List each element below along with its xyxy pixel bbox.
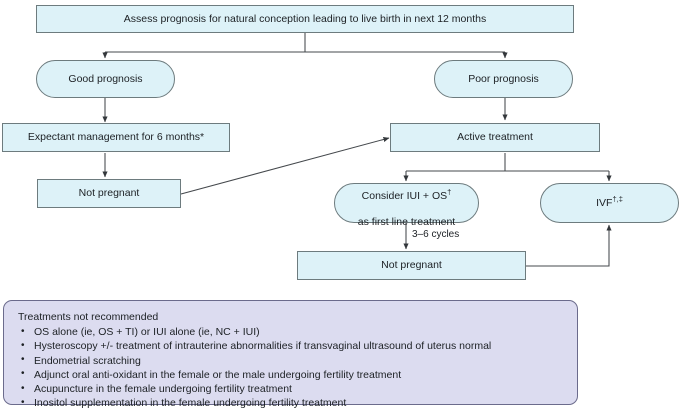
- node-ivf-text: IVF: [596, 196, 613, 209]
- list-item: Adjunct oral anti-oxidant in the female …: [16, 367, 565, 382]
- list-item: Endometrial scratching: [16, 353, 565, 368]
- node-expectant-management-label: Expectant management for 6 months*: [27, 131, 205, 143]
- notice-list: OS alone (ie, OS + TI) or IUI alone (ie,…: [16, 325, 565, 410]
- node-not-pregnant-expectant[interactable]: Not pregnant: [37, 179, 181, 208]
- node-good-prognosis-label: Good prognosis: [68, 72, 143, 85]
- list-item: OS alone (ie, OS + TI) or IUI alone (ie,…: [16, 325, 565, 339]
- node-ivf-label: IVF†,‡: [596, 194, 623, 210]
- node-consider-iui-os[interactable]: Consider IUI + OS† as first line treatme…: [334, 183, 479, 228]
- node-assess-prognosis-label: Assess prognosis for natural conception …: [123, 12, 487, 25]
- node-active-treatment[interactable]: Active treatment: [390, 123, 600, 152]
- list-item: Hysteroscopy +/- treatment of intrauteri…: [16, 339, 565, 353]
- node-ivf[interactable]: IVF†,‡: [540, 183, 679, 223]
- notice-heading: Treatments not recommended: [18, 311, 159, 323]
- treatments-not-recommended-panel: Treatments not recommended OS alone (ie,…: [3, 300, 578, 410]
- node-ivf-daggers: †,‡: [612, 194, 623, 203]
- edge-label-cycles: 3–6 cycles: [412, 229, 460, 240]
- node-good-prognosis[interactable]: Good prognosis: [36, 60, 175, 98]
- node-consider-iui-os-label: Consider IUI + OS† as first line treatme…: [358, 177, 455, 229]
- node-consider-iui-os-line1: Consider IUI + OS: [361, 190, 448, 202]
- node-assess-prognosis[interactable]: Assess prognosis for natural conception …: [36, 5, 574, 33]
- node-not-pregnant-iui-label: Not pregnant: [381, 259, 442, 271]
- node-consider-iui-os-line2: as first line treatment: [357, 216, 456, 228]
- node-consider-iui-os-dagger: †: [447, 187, 452, 197]
- list-item: Inositol supplementation in the female u…: [16, 396, 565, 410]
- node-expectant-management[interactable]: Expectant management for 6 months*: [2, 123, 230, 152]
- node-not-pregnant-iui[interactable]: Not pregnant: [297, 251, 526, 280]
- node-not-pregnant-expectant-label: Not pregnant: [78, 187, 140, 199]
- node-poor-prognosis[interactable]: Poor prognosis: [434, 60, 573, 98]
- list-item: Acupuncture in the female undergoing fer…: [16, 382, 565, 396]
- edge-notpregnant-ivf: [526, 224, 612, 267]
- node-poor-prognosis-label: Poor prognosis: [468, 72, 539, 85]
- node-active-treatment-label: Active treatment: [457, 131, 533, 143]
